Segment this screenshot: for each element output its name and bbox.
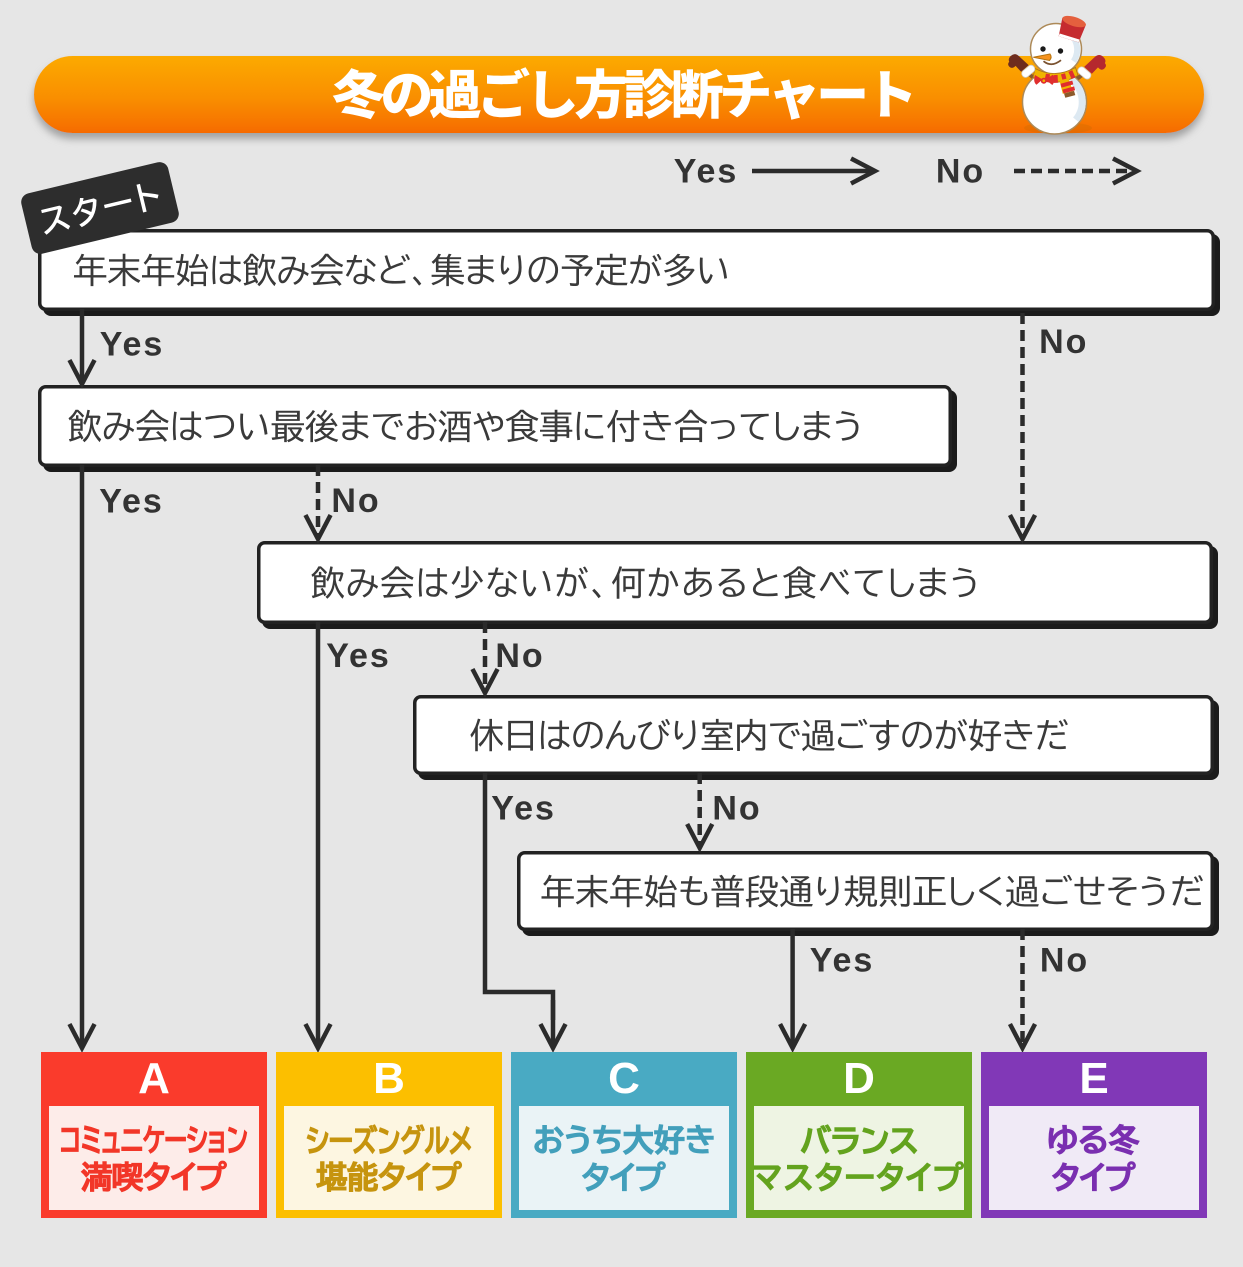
svg-text:No: No [495, 637, 544, 675]
svg-text:No: No [331, 482, 380, 520]
svg-text:A: A [138, 1054, 170, 1103]
svg-text:C: C [608, 1054, 640, 1103]
svg-text:Yes: Yes [491, 790, 556, 828]
svg-text:Yes: Yes [100, 326, 165, 364]
svg-text:D: D [843, 1054, 875, 1103]
svg-text:No: No [936, 153, 985, 191]
svg-text:Yes: Yes [674, 153, 739, 191]
svg-text:Yes: Yes [810, 942, 875, 980]
svg-text:Yes: Yes [99, 483, 164, 521]
svg-text:Yes: Yes [326, 637, 391, 675]
svg-text:No: No [1039, 323, 1088, 361]
svg-text:B: B [373, 1054, 405, 1103]
svg-text:No: No [1040, 942, 1089, 980]
svg-text:No: No [712, 790, 761, 828]
svg-text:E: E [1079, 1054, 1108, 1103]
